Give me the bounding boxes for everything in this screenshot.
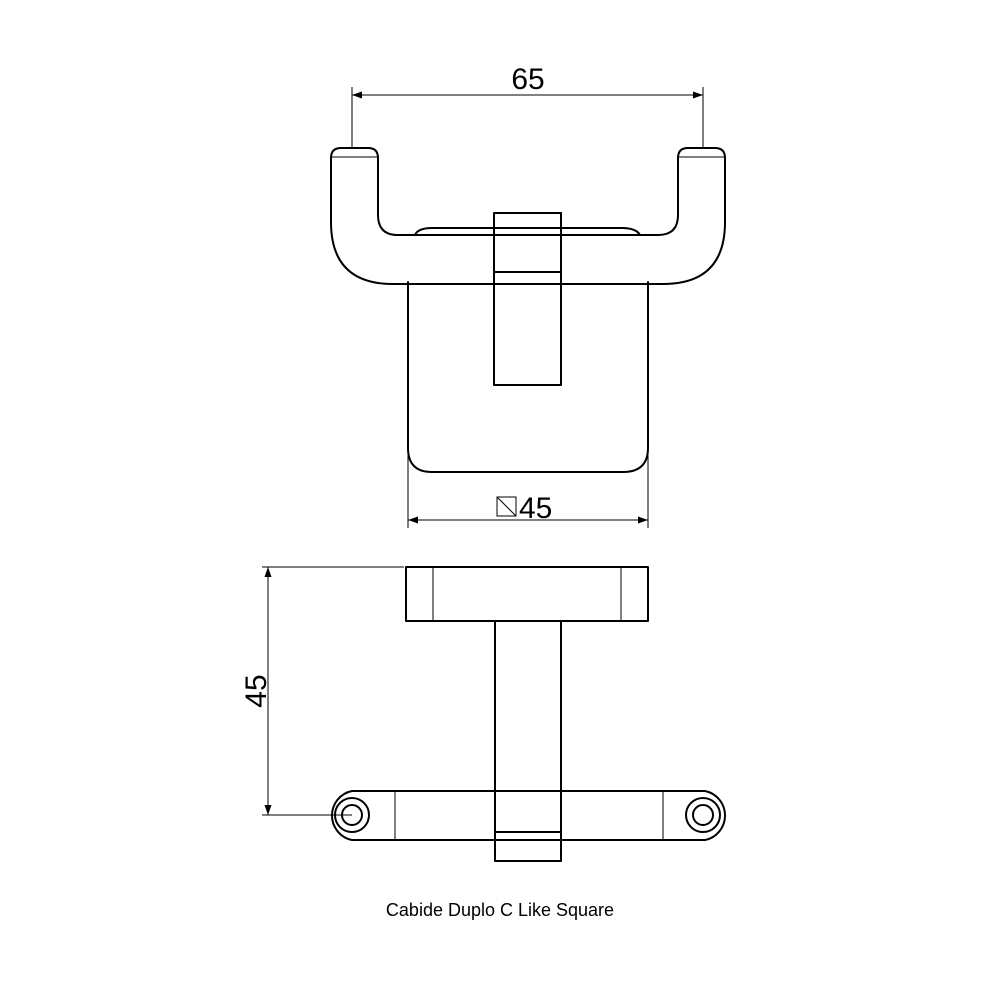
central-stem — [493, 212, 562, 386]
side-hook-right-end-outer — [685, 797, 721, 833]
dim-45-base-label: 45 — [519, 492, 552, 525]
product-caption: Cabide Duplo C Like Square — [385, 900, 615, 920]
front-view: 65 45 — [330, 63, 726, 528]
double-hook-outline — [330, 147, 726, 285]
square-section-icon — [496, 496, 517, 517]
side-stem — [494, 620, 562, 862]
side-plate — [405, 566, 649, 622]
dim-depth-label: 45 — [240, 674, 273, 707]
side-view: 45 — [240, 566, 726, 862]
side-hook-right-end-inner — [692, 804, 714, 826]
dim-65-label: 65 — [511, 63, 544, 96]
side-hook-arm — [331, 790, 726, 841]
plate-top-edge — [414, 227, 641, 236]
base-plate — [407, 281, 649, 473]
